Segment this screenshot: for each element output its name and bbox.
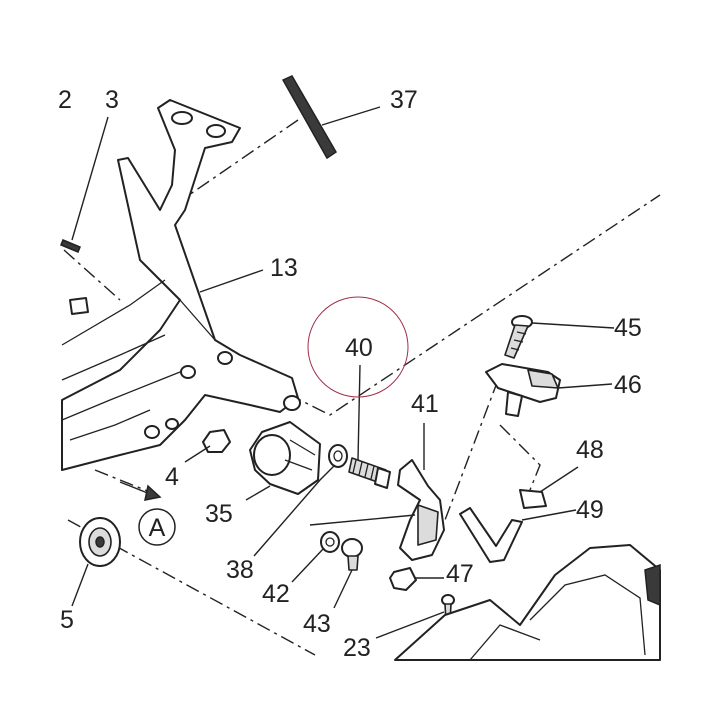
part-label-38: 38	[226, 556, 254, 584]
leader-lines	[71, 106, 615, 639]
washer-38	[328, 444, 348, 468]
part-label-49: 49	[576, 496, 604, 524]
wheel-5	[79, 517, 121, 567]
part-label-48: 48	[576, 436, 604, 464]
part-labels: 2 3 37 13 40 45 46 41 48 49 4 35 38 42 4…	[58, 86, 642, 662]
washer-42	[320, 531, 340, 553]
view-arrow	[119, 481, 151, 495]
view-arrow-head	[144, 484, 162, 501]
part-label-41: 41	[411, 390, 439, 418]
clamp-48	[519, 489, 547, 509]
view-marker-label: A	[149, 514, 166, 542]
valve-46	[485, 363, 561, 417]
part-label-37: 37	[390, 86, 418, 114]
part-label-2: 2	[58, 86, 72, 114]
part-label-23: 23	[343, 634, 371, 662]
hose-49	[459, 507, 523, 563]
part-label-43: 43	[303, 610, 331, 638]
part-label-47: 47	[446, 560, 474, 588]
part-label-40: 40	[345, 334, 373, 362]
part-label-4: 4	[165, 463, 179, 491]
highlight-circle	[307, 296, 409, 398]
part-label-46: 46	[614, 371, 642, 399]
screw-45	[504, 315, 533, 359]
part-label-35: 35	[205, 500, 233, 528]
cover-plate-41	[397, 459, 445, 561]
nut-47	[389, 567, 417, 591]
part-label-45: 45	[614, 314, 642, 342]
part-label-42: 42	[262, 580, 290, 608]
main-frame	[61, 99, 301, 471]
rubber-strip-37	[281, 75, 338, 160]
pin-3	[60, 239, 81, 253]
view-marker-circle	[138, 508, 176, 546]
part-label-13: 13	[270, 254, 298, 282]
part-label-5: 5	[60, 606, 74, 634]
bolt-43	[341, 538, 363, 571]
stud-40	[348, 457, 391, 489]
part-label-3: 3	[105, 86, 119, 114]
bracket-35	[249, 421, 321, 495]
lower-housing	[394, 544, 661, 661]
